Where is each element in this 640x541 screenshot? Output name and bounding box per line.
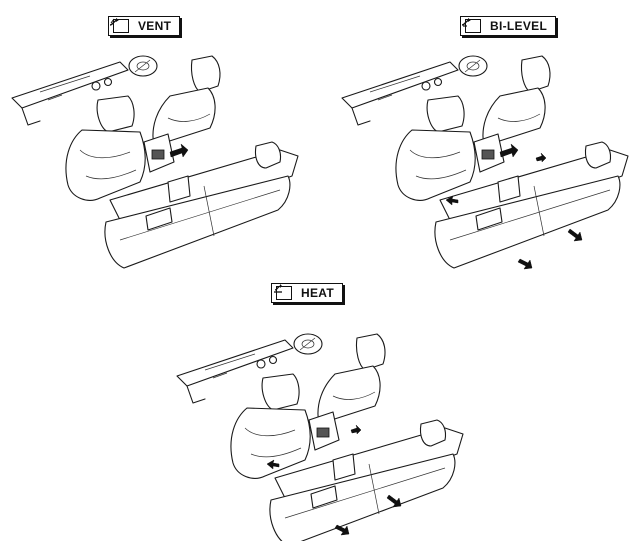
vent-mode-label: VENT [108, 16, 181, 36]
heat-floor-arrow-1 [350, 424, 362, 435]
vent-mode-icon [109, 18, 129, 33]
heat-mode-panel: HEAT [165, 278, 465, 541]
vent-mode-cabin-illustration [11, 55, 299, 269]
heat-mode-cabin-illustration [176, 333, 464, 541]
heat-mode-icon [274, 284, 292, 300]
heat-floor-arrow-2 [266, 459, 280, 470]
heat-rear-arrow-2 [386, 494, 402, 508]
bilevel-rear-arrow-1 [517, 258, 533, 270]
heat-mode-label: HEAT [271, 283, 343, 303]
vent-airflow-arrow [169, 143, 189, 158]
bilevel-rear-arrow-2 [567, 228, 583, 242]
heat-rear-arrow-1 [334, 524, 350, 536]
bilevel-mode-icon [461, 18, 481, 33]
bilevel-floor-arrow-1 [535, 152, 547, 163]
bilevel-mode-cabin-illustration [341, 55, 629, 270]
bilevel-floor-arrow-2 [445, 195, 459, 206]
bilevel-mode-label: BI-LEVEL [460, 16, 557, 36]
vent-mode-panel: VENT [0, 0, 310, 270]
bilevel-mode-panel: BI-LEVEL [330, 0, 640, 275]
